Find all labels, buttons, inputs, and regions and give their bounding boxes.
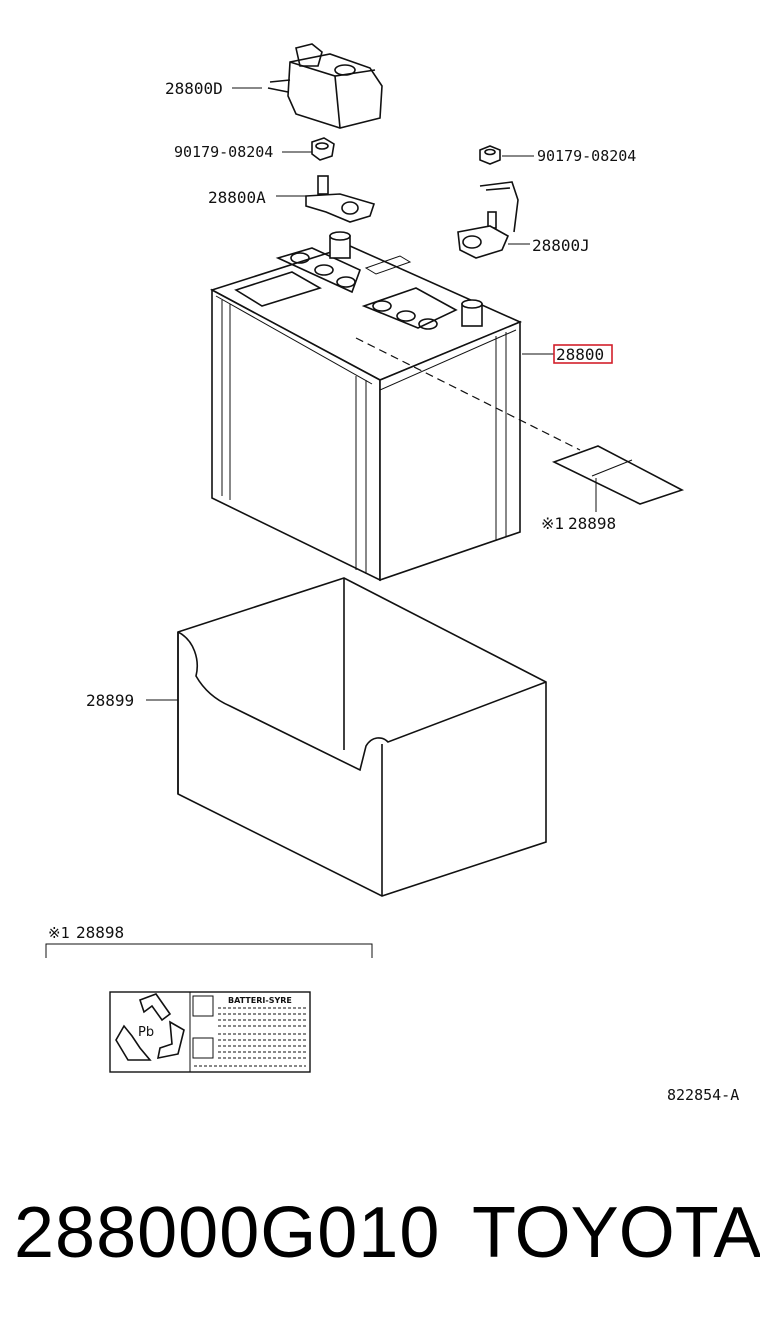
nut-right-label[interactable]: 90179-08204 [537,147,636,165]
nut-right-part[interactable] [479,145,501,165]
terminal-right-label[interactable]: 28800J [532,236,590,255]
drawing-number: 822854-A [667,1086,739,1104]
sticker-dash-leader [355,337,581,451]
detail-title[interactable]: 28898 [76,923,124,942]
sticker-part[interactable] [551,445,685,505]
pb-symbol: Pb [138,1025,154,1040]
brand-name: TOYOTA [472,1193,760,1273]
sticker-label-prefix: ※1 [541,514,564,533]
battery-label-highlight [553,344,613,364]
tray-label[interactable]: 28899 [86,691,134,710]
part-number: 288000G010 [14,1193,441,1273]
terminal-left-label[interactable]: 28800A [208,188,266,207]
nut-left-part[interactable] [311,137,335,161]
battery-part[interactable] [209,231,523,582]
sticker-detail[interactable]: Pb BATTERI-SYRE [109,991,311,1073]
battery-label[interactable]: 28800 [556,345,604,364]
sticker-label[interactable]: 28898 [568,514,616,533]
terminal-right-part[interactable] [457,181,519,259]
cover-label[interactable]: 28800D [165,79,223,98]
terminal-left-part[interactable] [305,175,376,223]
detail-prefix: ※1 [48,924,70,942]
battery-tray-part[interactable] [177,577,547,897]
nut-left-label[interactable]: 90179-08204 [174,143,273,161]
detail-bracket [45,943,373,958]
sticker-heading: BATTERI-SYRE [228,996,292,1005]
terminal-cover-part[interactable] [267,43,383,129]
recycle-icon [115,993,185,1061]
